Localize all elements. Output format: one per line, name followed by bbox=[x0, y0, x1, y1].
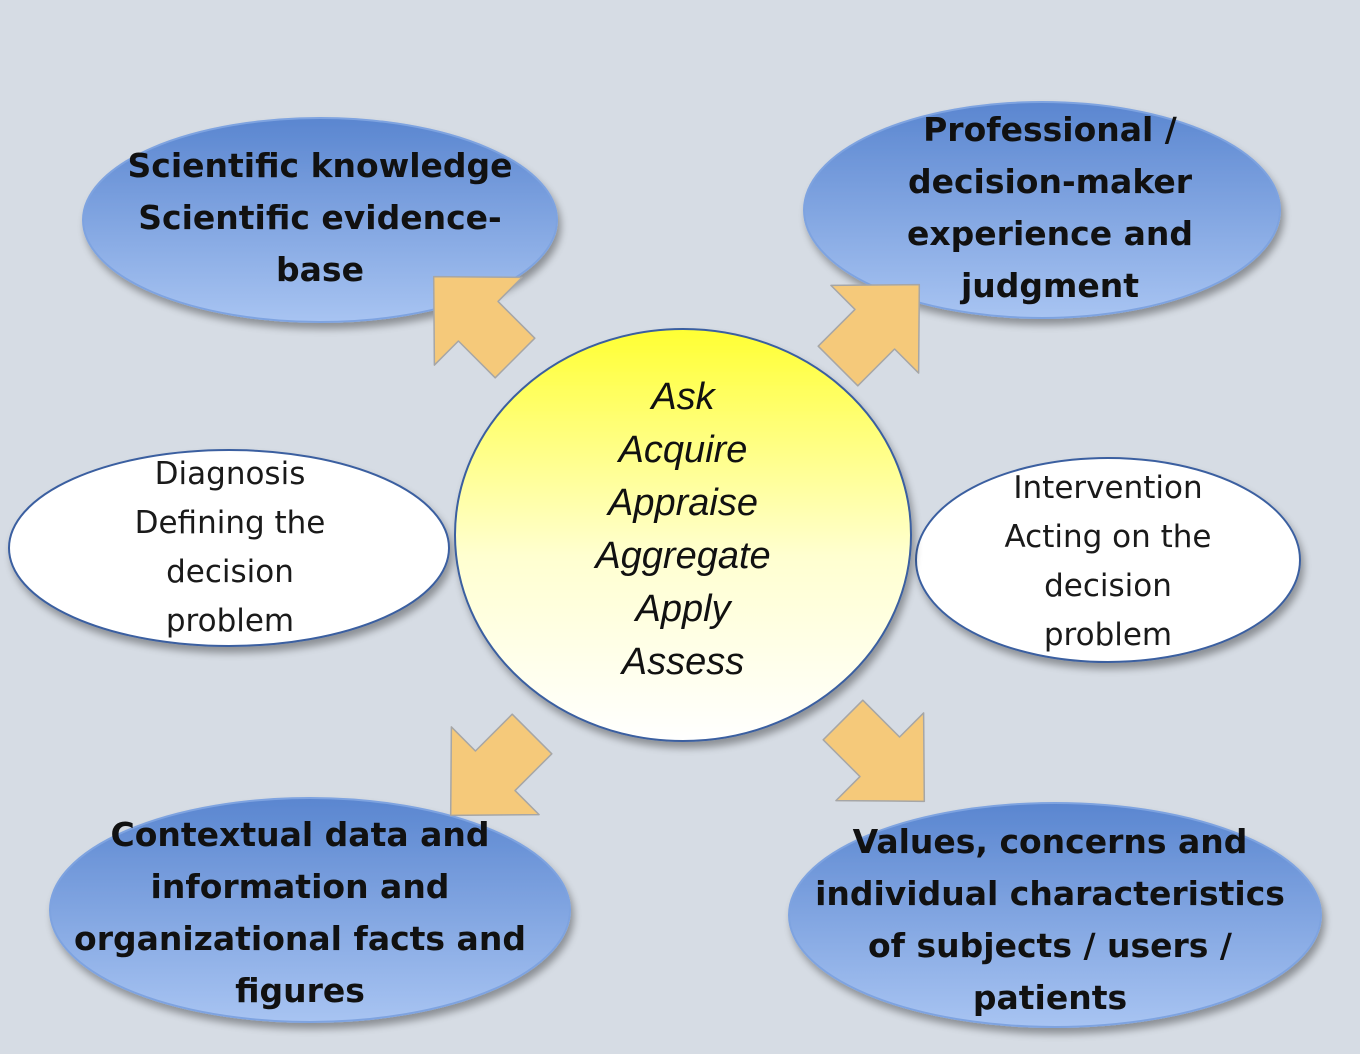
arrow-to-scientific bbox=[432, 275, 536, 379]
intervention-ellipse bbox=[915, 457, 1301, 663]
contextual-data-ellipse bbox=[49, 797, 571, 1023]
professional-experience-ellipse bbox=[803, 101, 1281, 319]
scientific-knowledge-ellipse bbox=[82, 117, 558, 323]
arrow-to-professional bbox=[817, 283, 921, 387]
values-concerns-ellipse bbox=[788, 802, 1322, 1028]
arrow-to-values bbox=[822, 699, 926, 803]
arrow-to-contextual bbox=[449, 713, 553, 817]
center-process-circle bbox=[454, 328, 912, 742]
diagnosis-ellipse bbox=[8, 449, 450, 647]
